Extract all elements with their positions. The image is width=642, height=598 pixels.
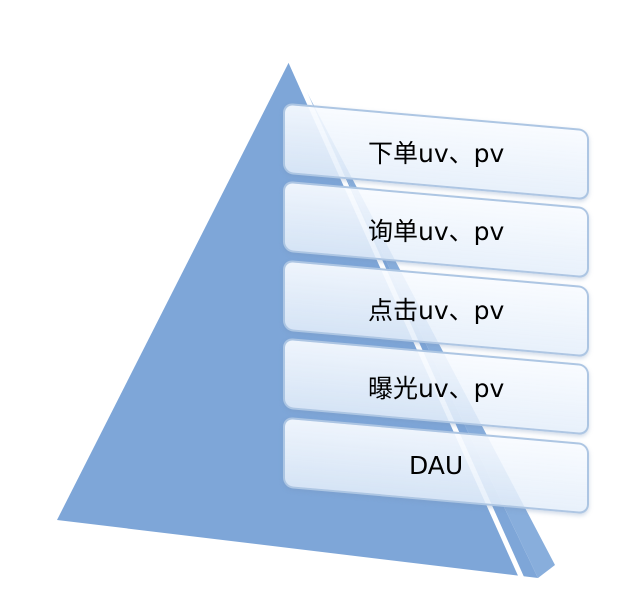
level-inquiry-label: 询单uv、pv: [367, 216, 505, 246]
level-click-label: 点击uv、pv: [367, 295, 505, 325]
level-dau-label: DAU: [408, 451, 464, 480]
level-order-label: 下单uv、pv: [367, 138, 505, 168]
level-exposure-label: 曝光uv、pv: [367, 373, 505, 403]
